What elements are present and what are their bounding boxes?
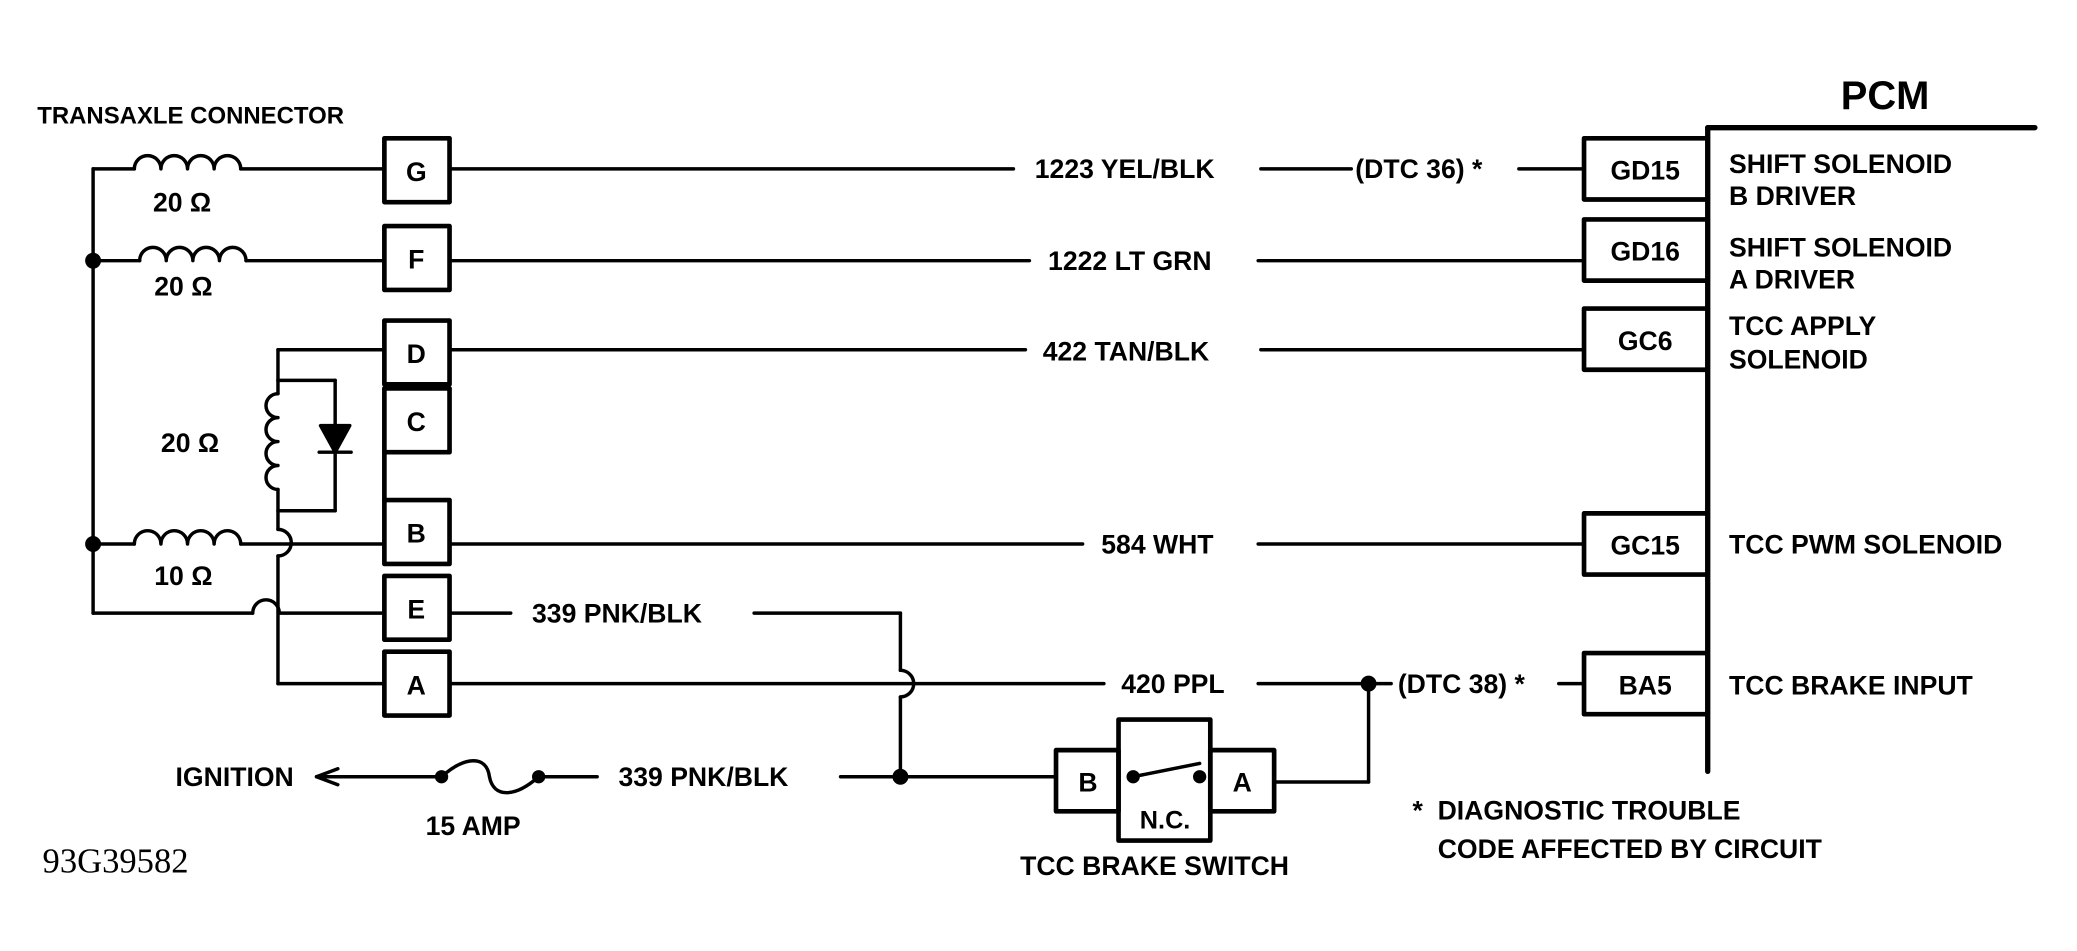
wire-label-422: 422 TAN/BLK: [1043, 336, 1209, 366]
connector-pin-a: A: [382, 649, 452, 718]
svg-text:GC6: GC6: [1618, 326, 1673, 356]
wire-label-584: 584 WHT: [1101, 529, 1213, 559]
figure-id: 93G39582: [43, 842, 189, 880]
brake-switch-pin-a: A: [1233, 767, 1252, 797]
wire-label-339-top: 339 PNK/BLK: [532, 598, 702, 628]
connector-pin-g: G: [382, 135, 452, 205]
footnote-line1: * DIAGNOSTIC TROUBLE: [1412, 795, 1740, 825]
brake-switch-title: TCC BRAKE SWITCH: [1020, 851, 1289, 881]
pcm-terminal-ba5: BA5: [1581, 650, 1711, 717]
shift-solenoid-a-coil-icon: [137, 245, 248, 263]
brake-switch-pin-b: B: [1078, 767, 1097, 797]
svg-text:GC15: GC15: [1610, 531, 1680, 561]
brake-switch-state: N.C.: [1140, 807, 1191, 835]
wire-label-1223: 1223 YEL/BLK: [1035, 154, 1215, 184]
svg-text:B: B: [407, 519, 426, 549]
fuse-icon: [434, 759, 546, 795]
connector-pin-f: F: [382, 223, 452, 293]
pcm-terminal-gd15: GD15: [1581, 135, 1711, 202]
shift-solenoid-b-coil-icon: [132, 153, 243, 171]
pcm-function-gd15-line1: SHIFT SOLENOID: [1729, 149, 1952, 179]
wire-label-1222: 1222 LT GRN: [1048, 246, 1212, 276]
svg-text:C: C: [407, 407, 426, 437]
svg-text:GD16: GD16: [1610, 237, 1679, 267]
wire-label-339-bottom: 339 PNK/BLK: [618, 762, 788, 792]
connector-pin-e: E: [382, 573, 452, 643]
tcc-brake-switch: B A N.C.: [1053, 717, 1277, 843]
pcm-function-gc6-line2: SOLENOID: [1729, 344, 1868, 374]
pcm-function-ba5: TCC BRAKE INPUT: [1729, 670, 1973, 700]
dtc-38-label: (DTC 38) *: [1398, 669, 1526, 699]
svg-text:A: A: [407, 670, 426, 700]
diode-icon: [317, 423, 353, 454]
connector-title: TRANSAXLE CONNECTOR: [37, 103, 344, 130]
dtc-36-label: (DTC 36) *: [1355, 154, 1483, 184]
tcc-apply-coil-icon: [264, 391, 280, 492]
connector-pin-b: B: [382, 497, 452, 567]
connector-pin-c: C: [382, 386, 452, 455]
coil-f-resistance: 20 Ω: [154, 271, 212, 301]
pcm-function-gd16-line2: A DRIVER: [1729, 265, 1855, 295]
svg-text:D: D: [407, 339, 426, 369]
coil-b-resistance: 10 Ω: [154, 561, 212, 591]
svg-text:GD15: GD15: [1610, 156, 1680, 186]
pcm-terminal-gd16: GD16: [1581, 217, 1711, 283]
connector-pin-d: D: [382, 318, 452, 387]
pcm-title: PCM: [1841, 74, 1930, 118]
wire-label-420: 420 PPL: [1121, 669, 1224, 699]
tcc-pwm-coil-icon: [132, 528, 243, 546]
pcm-function-gc15: TCC PWM SOLENOID: [1729, 529, 2002, 559]
fuse-rating: 15 AMP: [426, 811, 521, 841]
pcm-terminal-gc15: GC15: [1581, 511, 1711, 577]
pcm-function-gd16-line1: SHIFT SOLENOID: [1729, 233, 1952, 263]
svg-text:G: G: [406, 157, 427, 187]
coil-g-resistance: 20 Ω: [153, 187, 211, 217]
pcm-function-gc6-line1: TCC APPLY: [1729, 311, 1877, 341]
pcm-terminal-gc6: GC6: [1581, 306, 1711, 373]
coil-d-resistance: 20 Ω: [161, 428, 219, 458]
ignition-arrow-icon: [314, 767, 351, 787]
svg-text:BA5: BA5: [1619, 670, 1672, 700]
svg-text:F: F: [408, 245, 424, 275]
pcm-function-gd15-line2: B DRIVER: [1729, 181, 1856, 211]
ignition-label: IGNITION: [176, 762, 294, 792]
footnote-line2: CODE AFFECTED BY CIRCUIT: [1438, 834, 1822, 864]
svg-text:E: E: [407, 594, 425, 624]
